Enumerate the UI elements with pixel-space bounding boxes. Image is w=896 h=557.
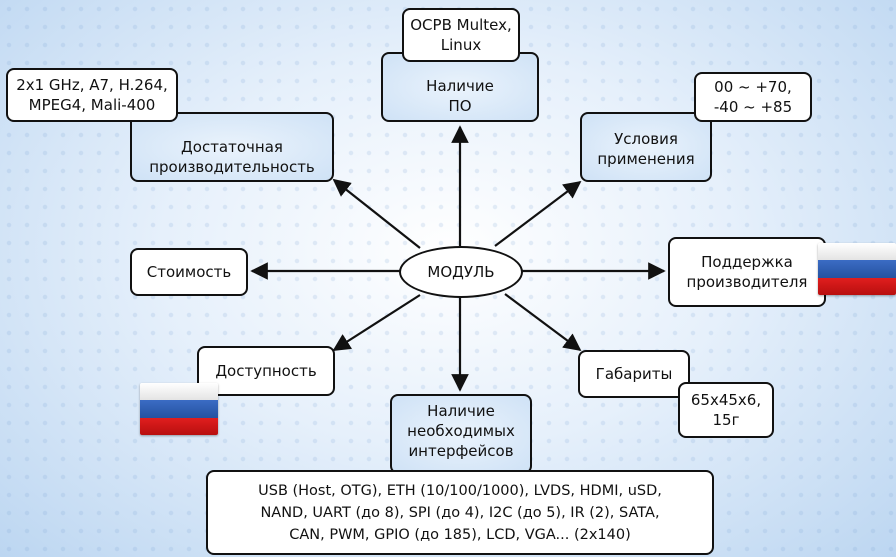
arrow-to-performance [332, 178, 421, 249]
node-dimensions: Габариты [578, 350, 690, 398]
node-cost: Стоимость [130, 248, 248, 296]
node-cpu-specs: 2x1 GHz, A7, H.264, MPEG4, Mali-400 [6, 68, 178, 122]
node-availability: Доступность [197, 346, 335, 396]
arrow-to-dimensions [504, 293, 582, 352]
node-dimensions-value: 65x45x6, 15г [678, 382, 774, 438]
arrow-to-availability [332, 294, 421, 351]
node-interfaces: Наличие необходимых интерфейсов [390, 394, 532, 474]
center-module: МОДУЛЬ [399, 246, 523, 298]
node-os: ОСРВ Multex, Linux [402, 8, 520, 62]
node-support: Поддержка производителя [668, 237, 826, 307]
russian-flag-icon [140, 383, 218, 435]
node-temperature: 00 ~ +70, -40 ~ +85 [694, 72, 812, 122]
node-performance: Достаточная производительность [130, 112, 334, 182]
node-interfaces-list: USB (Host, OTG), ETH (10/100/1000), LVDS… [206, 470, 714, 555]
russian-flag-icon [818, 243, 896, 295]
node-conditions: Условия применения [580, 112, 712, 182]
node-software: Наличие ПО [381, 52, 539, 122]
arrow-to-conditions [494, 180, 582, 247]
